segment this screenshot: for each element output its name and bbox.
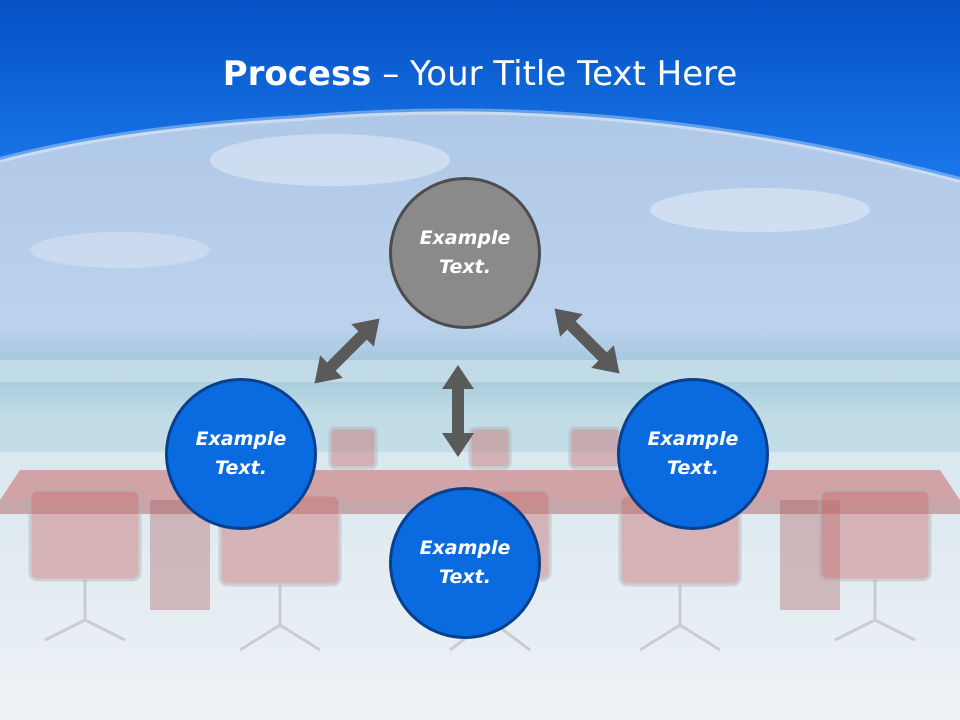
double-arrow-icon: [442, 365, 474, 457]
node-label: Example Text.: [195, 428, 287, 479]
node-label: Example Text.: [419, 537, 511, 588]
title-rest: – Your Title Text Here: [371, 54, 738, 94]
process-node-bottom: Example Text.: [389, 487, 541, 639]
double-arrow-icon: [303, 307, 391, 395]
title-bold: Process: [222, 54, 372, 94]
double-arrow-icon: [543, 297, 631, 385]
node-label: Example Text.: [647, 428, 739, 479]
process-node-top: Example Text.: [389, 177, 541, 329]
node-label: Example Text.: [419, 227, 511, 278]
process-node-right: Example Text.: [617, 378, 769, 530]
process-node-left: Example Text.: [165, 378, 317, 530]
slide-title: Process – Your Title Text Here: [0, 52, 960, 96]
